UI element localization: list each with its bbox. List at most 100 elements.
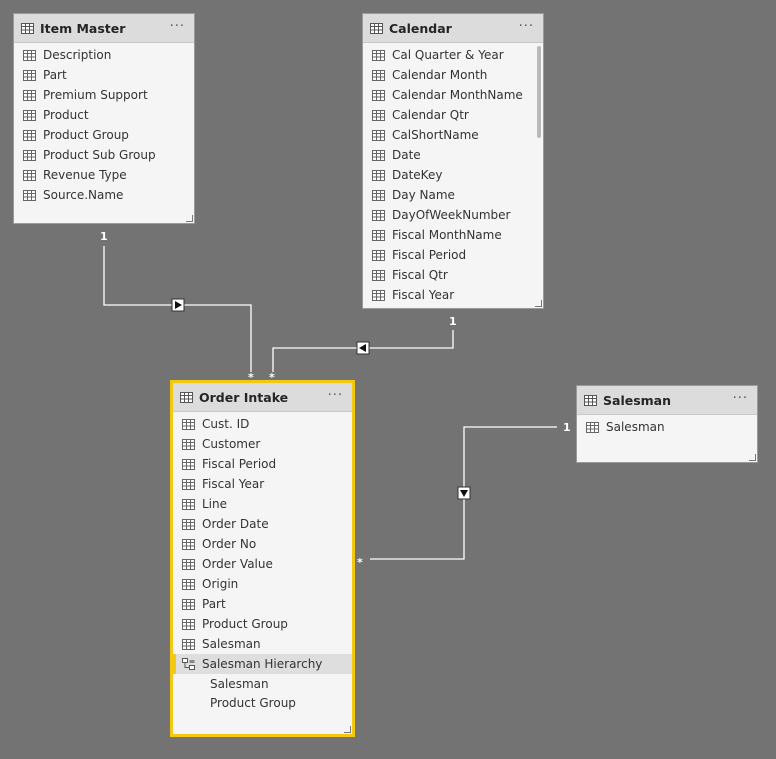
- table-header[interactable]: Item Master ···: [14, 14, 194, 43]
- more-options-icon[interactable]: ···: [169, 19, 185, 34]
- field-item[interactable]: CalShortName: [363, 125, 543, 145]
- resize-handle[interactable]: [186, 215, 193, 222]
- column-icon: [182, 598, 195, 610]
- filter-direction-arrow-icon: [171, 298, 185, 312]
- table-card-salesman[interactable]: Salesman ··· Salesman: [576, 385, 758, 463]
- field-label: Origin: [202, 577, 239, 591]
- field-item[interactable]: Fiscal Qtr: [363, 265, 543, 285]
- field-label: Line: [202, 497, 228, 511]
- scrollbar[interactable]: [537, 46, 541, 138]
- column-icon: [182, 538, 195, 550]
- field-item[interactable]: Part: [14, 65, 194, 85]
- filter-direction-arrow-icon: [356, 341, 370, 355]
- column-icon: [372, 269, 385, 281]
- column-icon: [372, 289, 385, 301]
- field-item[interactable]: Fiscal Year: [173, 474, 352, 494]
- field-item[interactable]: Calendar Month: [363, 65, 543, 85]
- field-item[interactable]: Cust. ID: [173, 414, 352, 434]
- hierarchy-field[interactable]: Salesman Hierarchy: [173, 654, 352, 674]
- field-item[interactable]: Revenue Type: [14, 165, 194, 185]
- table-header[interactable]: Order Intake ···: [173, 383, 352, 412]
- cardinality-one-label: 1: [100, 230, 108, 243]
- column-icon: [372, 109, 385, 121]
- field-label: Cal Quarter & Year: [392, 48, 504, 62]
- field-item[interactable]: Product Group: [14, 125, 194, 145]
- field-item[interactable]: Line: [173, 494, 352, 514]
- field-item[interactable]: Order Date: [173, 514, 352, 534]
- more-options-icon[interactable]: ···: [732, 391, 748, 406]
- field-item[interactable]: Part: [173, 594, 352, 614]
- field-item[interactable]: Product Sub Group: [14, 145, 194, 165]
- field-item[interactable]: Calendar Qtr: [363, 105, 543, 125]
- more-options-icon[interactable]: ···: [518, 19, 534, 34]
- field-label: DateKey: [392, 168, 443, 182]
- field-item[interactable]: DayOfWeekNumber: [363, 205, 543, 225]
- hierarchy-level-label: Product Group: [210, 695, 296, 710]
- field-label: Calendar Qtr: [392, 108, 469, 122]
- hierarchy-level[interactable]: Salesman: [173, 674, 352, 693]
- more-options-icon[interactable]: ···: [327, 388, 343, 403]
- field-item[interactable]: Premium Support: [14, 85, 194, 105]
- table-title: Calendar: [389, 20, 452, 36]
- table-title: Salesman: [603, 392, 671, 408]
- field-label: Product: [43, 108, 89, 122]
- table-header[interactable]: Calendar ···: [363, 14, 543, 43]
- column-icon: [372, 89, 385, 101]
- field-item[interactable]: Product: [14, 105, 194, 125]
- field-item[interactable]: Date: [363, 145, 543, 165]
- column-icon: [372, 129, 385, 141]
- field-item[interactable]: Fiscal Period: [173, 454, 352, 474]
- field-item[interactable]: Salesman: [577, 417, 757, 437]
- field-item[interactable]: Fiscal Year: [363, 285, 543, 305]
- field-item[interactable]: Origin: [173, 574, 352, 594]
- field-item[interactable]: Order No: [173, 534, 352, 554]
- field-label: Fiscal Period: [202, 457, 277, 471]
- field-item[interactable]: Cal Quarter & Year: [363, 45, 543, 65]
- field-item[interactable]: Description: [14, 45, 194, 65]
- field-label: Calendar MonthName: [392, 88, 523, 102]
- field-item[interactable]: Calendar MonthName: [363, 85, 543, 105]
- hierarchy-level[interactable]: Product Group: [173, 693, 352, 712]
- field-item[interactable]: Customer: [173, 434, 352, 454]
- field-label: CalShortName: [392, 128, 479, 142]
- column-icon: [182, 418, 195, 430]
- field-label: Customer: [202, 437, 261, 451]
- column-icon: [182, 518, 195, 530]
- field-label: Order Date: [202, 517, 269, 531]
- column-icon: [23, 69, 36, 81]
- field-item[interactable]: Fiscal Period: [363, 245, 543, 265]
- column-icon: [372, 149, 385, 161]
- field-item[interactable]: Source.Name: [14, 185, 194, 205]
- field-label: Fiscal Year: [202, 477, 265, 491]
- column-icon: [182, 438, 195, 450]
- column-icon: [372, 229, 385, 241]
- field-item[interactable]: Salesman: [173, 634, 352, 654]
- column-icon: [23, 129, 36, 141]
- column-icon: [23, 149, 36, 161]
- field-item[interactable]: Order Value: [173, 554, 352, 574]
- field-item[interactable]: Fiscal MonthName: [363, 225, 543, 245]
- resize-handle[interactable]: [344, 726, 351, 733]
- field-label: Day Name: [392, 188, 455, 202]
- field-list: Salesman: [577, 415, 757, 437]
- column-icon: [372, 249, 385, 261]
- table-header[interactable]: Salesman ···: [577, 386, 757, 415]
- field-item[interactable]: Day Name: [363, 185, 543, 205]
- field-label: Revenue Type: [43, 168, 127, 182]
- field-label: Source.Name: [43, 188, 124, 202]
- field-label: Fiscal MonthName: [392, 228, 502, 242]
- field-label: Order No: [202, 537, 257, 551]
- resize-handle[interactable]: [749, 454, 756, 461]
- resize-handle[interactable]: [535, 300, 542, 307]
- column-icon: [182, 558, 195, 570]
- column-icon: [182, 618, 195, 630]
- field-label: Product Group: [43, 128, 129, 142]
- table-icon: [370, 22, 383, 34]
- field-item[interactable]: DateKey: [363, 165, 543, 185]
- field-item[interactable]: Product Group: [173, 614, 352, 634]
